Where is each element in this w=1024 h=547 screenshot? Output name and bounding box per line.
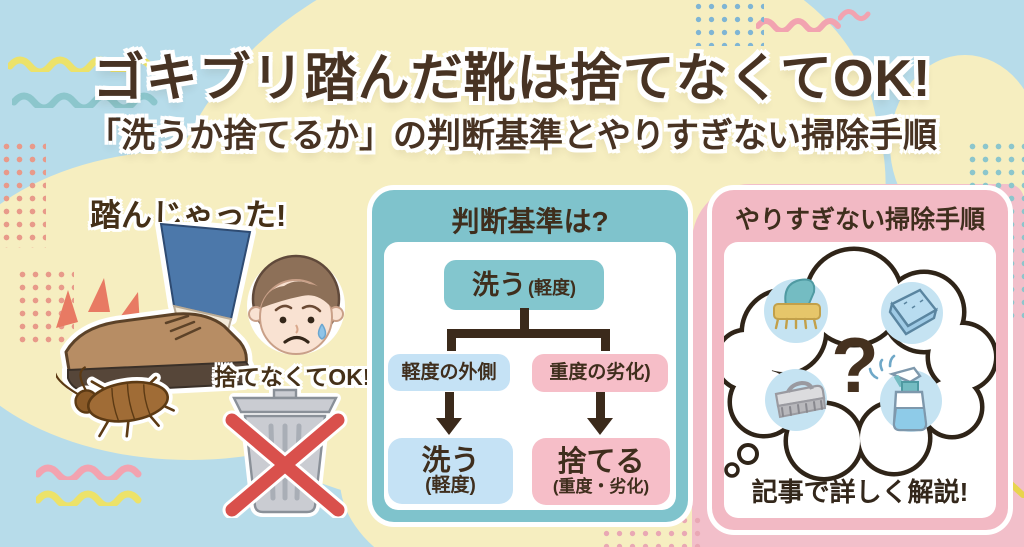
decision-panel-title: 判断基準は? <box>451 206 609 237</box>
flow-condition-severe: 重度の劣化) <box>532 354 668 392</box>
steps-panel: やりすぎない掃除手順 <box>712 190 1008 530</box>
pink-wave-decoration <box>36 464 142 480</box>
flow-root-box: 洗う (軽度) <box>444 260 604 310</box>
flow-result-discard: 捨てる (重度・劣化) <box>532 438 670 505</box>
hand-brush-icon <box>765 369 827 431</box>
flow-result-discard-label: 捨てる <box>557 446 645 479</box>
flow-root-sub: (軽度) <box>528 277 576 298</box>
blue-dots-decoration <box>692 0 764 46</box>
decision-panel: 判断基準は? 洗う (軽度) 軽度の外側 重度の劣化) <box>372 190 688 522</box>
pink-wave-decoration <box>756 18 841 32</box>
flow-result-wash-label: 洗う <box>421 444 480 477</box>
yellow-wave-decoration <box>36 490 142 506</box>
pink-arc-decoration <box>838 9 871 22</box>
flow-connector <box>601 336 610 356</box>
flow-arrowhead <box>587 418 613 435</box>
worried-boy-face-icon <box>247 254 345 355</box>
flow-root-label: 洗う <box>472 269 526 300</box>
scrub-brush-icon <box>764 278 828 343</box>
spray-bottle-icon <box>868 354 942 432</box>
steps-panel-title: やりすぎない掃除手順 <box>734 206 985 234</box>
crossed-trash-can-icon <box>222 386 348 518</box>
flow-result-wash-sub: (軽度) <box>425 475 476 497</box>
flow-result-discard-sub: (重度・劣化) <box>552 476 650 496</box>
page-title: ゴキブリ踏んだ靴は捨てなくてOK! <box>92 50 932 108</box>
steps-caption: 記事で詳しく解説! <box>751 477 969 507</box>
flow-connector <box>520 308 529 331</box>
flow-connector <box>447 336 456 356</box>
decision-flowchart: 洗う (軽度) 軽度の外側 重度の劣化) 洗う (軽度) 捨てる <box>384 242 676 510</box>
teal-wave-decoration <box>12 92 158 108</box>
question-mark: ? <box>831 321 879 409</box>
salmon-dots-decoration <box>0 140 46 248</box>
flow-condition-mild: 軽度の外側 <box>388 354 510 391</box>
flow-arrow <box>445 392 454 420</box>
thought-bubble: ? <box>724 246 996 482</box>
flow-arrow <box>596 392 605 420</box>
page-subtitle: 「洗うか捨てるか」の判断基準とやりすぎない掃除手順 <box>87 117 937 155</box>
flow-arrowhead <box>436 418 462 435</box>
yellow-wave-decoration <box>8 56 174 72</box>
steps-panel-body: ? 記事で詳しく解説! <box>724 242 996 518</box>
folded-cloth-icon <box>881 282 943 344</box>
flow-result-wash: 洗う (軽度) <box>388 438 513 504</box>
flow-connector <box>447 329 610 338</box>
cockroach-icon <box>56 366 179 442</box>
